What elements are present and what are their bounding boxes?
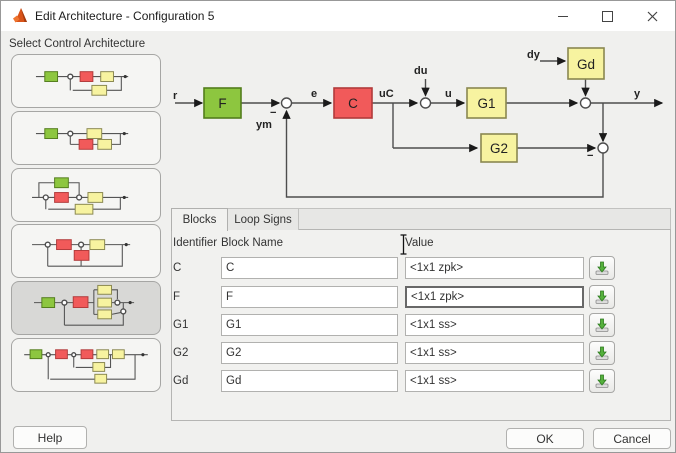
block-name-input-G1[interactable] [221,314,398,336]
select-architecture-label: Select Control Architecture [9,38,146,50]
help-button[interactable]: Help [13,426,87,449]
minimize-button[interactable] [540,1,585,31]
architecture-thumbnail-2 [35,128,129,150]
matlab-logo-icon [13,8,27,23]
block-C [333,87,373,119]
architecture-option-1[interactable] [11,54,161,108]
block-name-input-C[interactable] [221,257,398,279]
row-identifier: C [173,262,182,274]
signal-dy-label: dy [527,49,541,61]
block-Gd-label: Gd [577,57,595,72]
value-input-G2[interactable] [405,342,584,364]
sum-junction-du [419,97,432,109]
row-identifier: G1 [173,319,189,331]
import-button-F[interactable] [589,285,615,309]
block-name-input-Gd[interactable] [221,370,398,392]
import-button-G1[interactable] [589,313,615,337]
tab-blocks[interactable]: Blocks [171,208,228,231]
block-G1-label: G1 [477,96,495,111]
value-input-C[interactable] [405,257,584,279]
architecture-option-2[interactable] [11,111,161,165]
block-F [203,87,242,119]
import-arrow-icon [595,374,609,388]
ibeam-cursor [400,234,407,255]
import-button-C[interactable] [589,256,615,280]
close-icon [647,11,658,21]
titlebar: Edit Architecture - Configuration 5 [1,1,675,31]
signal-r-label: r [173,90,178,102]
signal-u-label: u [445,88,452,100]
block-C-label: C [348,96,358,111]
architecture-option-6[interactable] [11,338,161,392]
value-input-F[interactable] [405,286,584,308]
window-title: Edit Architecture - Configuration 5 [35,9,215,23]
block-diagram: F C G1 Gd G2 r e ym uC du u dy y − − [173,47,664,198]
block-G2 [480,133,518,163]
architecture-option-5[interactable] [11,281,161,335]
import-arrow-icon [595,290,609,304]
cancel-button[interactable]: Cancel [593,428,671,449]
column-header-identifier: Identifier [173,237,218,249]
sum-junction-feedback [280,97,293,109]
signal-du-label: du [414,65,427,77]
signal-e-label: e [311,88,317,100]
architecture-thumbnail-5 [34,284,135,326]
column-header-value: Value [405,237,434,249]
minus-sign-feedback: − [270,107,276,119]
sum-junction-dy [579,97,592,109]
maximize-icon [602,10,613,22]
column-header-block-name: Block Name [221,237,283,249]
block-name-input-F[interactable] [221,286,398,308]
row-identifier: Gd [173,375,189,387]
import-arrow-icon [595,318,609,332]
close-button[interactable] [630,1,675,31]
import-button-Gd[interactable] [589,369,615,393]
import-arrow-icon [595,261,609,275]
signal-uC-label: uC [379,88,394,100]
minimize-icon [557,15,568,17]
architecture-option-4[interactable] [11,224,161,278]
value-input-G1[interactable] [405,314,584,336]
sum-junction-g2 [597,142,609,154]
block-F-label: F [218,96,226,111]
signal-ym-label: ym [256,119,272,131]
architecture-thumbnail-6 [24,349,148,384]
row-identifier: F [173,291,181,303]
architecture-thumbnail-3 [32,177,129,215]
import-button-G2[interactable] [589,341,615,365]
import-arrow-icon [595,346,609,360]
row-identifier: G2 [173,347,189,359]
value-input-Gd[interactable] [405,370,584,392]
block-Gd [567,47,605,80]
ok-button[interactable]: OK [506,428,584,449]
signal-y-label: y [634,88,641,100]
block-name-input-G2[interactable] [221,342,398,364]
architecture-thumbnail-1 [35,71,129,96]
block-G2-label: G2 [490,141,508,156]
block-G1 [466,87,507,119]
architecture-option-3[interactable] [11,168,161,222]
minus-sign-g2: − [587,150,593,162]
tab-loop-signs[interactable]: Loop Signs [228,208,299,230]
architecture-thumbnail-4 [32,239,131,267]
maximize-button[interactable] [585,1,630,31]
